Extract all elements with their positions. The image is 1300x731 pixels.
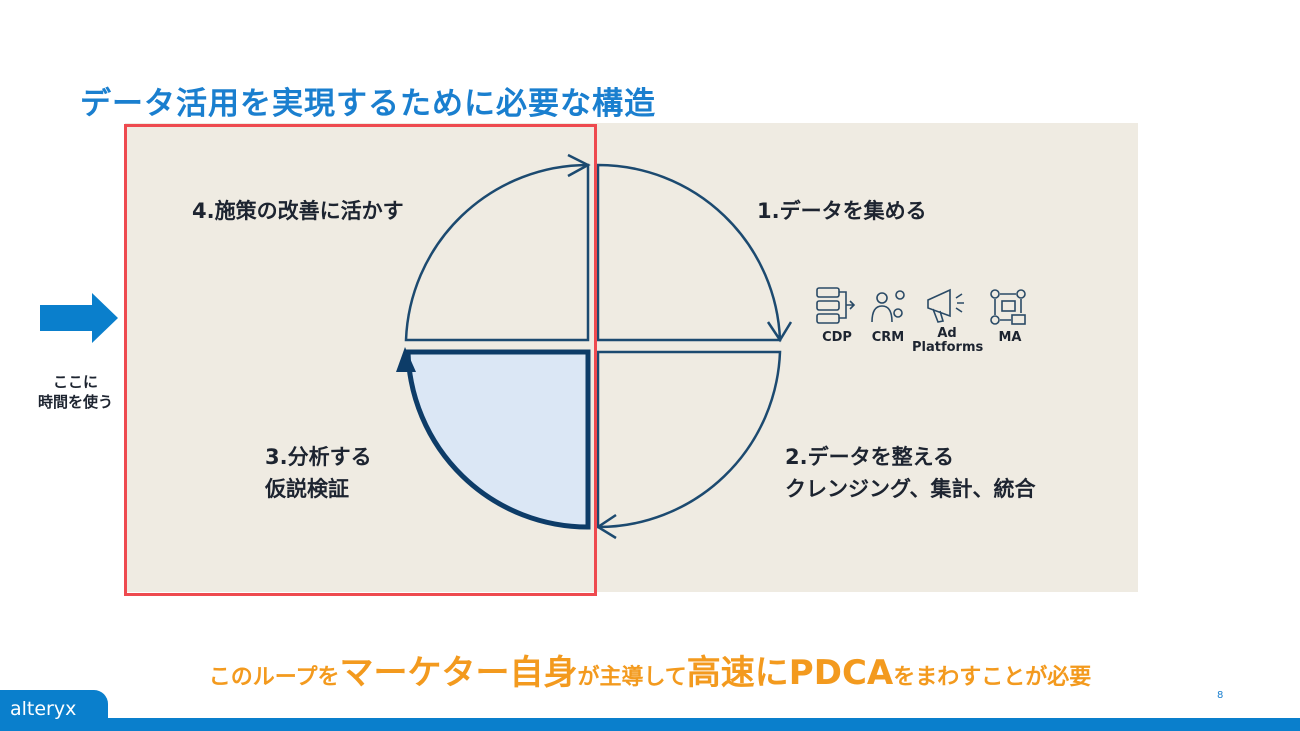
step-analyze-detail: 仮説検証 [265,477,349,501]
arrow-down-icon [766,321,793,343]
quadrant-analyze [405,349,591,530]
note-line-1: ここに [52,373,98,391]
msg-part-5: をまわすことが必要 [893,665,1092,690]
quadrant-improve [404,163,590,342]
tool-crm-label: CRM [871,330,905,345]
msg-part-1: このループを [208,665,340,690]
alteryx-logo: alteryx [0,690,108,731]
diagram-panel [125,123,1138,592]
msg-part-3: が主導して [577,665,687,690]
tool-platforms-text: Platforms [912,340,984,355]
msg-part-2: マーケター自身 [339,653,578,693]
tool-ad-text: Ad [937,326,957,341]
step-improve-label: 4.施策の改善に活かす [192,199,404,223]
arrow-up-icon [396,347,416,372]
note-line-2: 時間を使う [37,393,113,411]
megaphone-icon [927,288,964,323]
ma-icon [990,289,1026,325]
step-analyze-label: 3.分析する [265,445,372,469]
quadrant-collect [596,163,782,342]
step-prepare-detail: クレンジング、集計、統合 [785,477,1036,501]
tool-ma-label: MA [998,330,1022,345]
key-message: このループをマーケター自身が主導して高速にPDCAをまわすことが必要 [0,645,1300,694]
time-note: ここに時間を使う [28,372,123,412]
arrow-right-pointer-icon [40,293,118,343]
arrow-right-icon [567,153,591,178]
page-number: 8 [1217,690,1224,701]
quadrant-prepare [596,350,782,529]
page-title: データ活用を実現するために必要な構造 [80,86,656,122]
tool-cdp-label: CDP [822,330,852,345]
arrow-left-icon [595,513,617,540]
focus-highlight-box [124,124,597,596]
cdp-icon [816,287,856,324]
step-collect-label: 1.データを集める [757,199,927,223]
crm-icon [871,290,905,323]
footer-bar [0,718,1300,731]
step-prepare-label: 2.データを整える [785,445,954,469]
msg-part-4: 高速にPDCA [686,653,894,693]
